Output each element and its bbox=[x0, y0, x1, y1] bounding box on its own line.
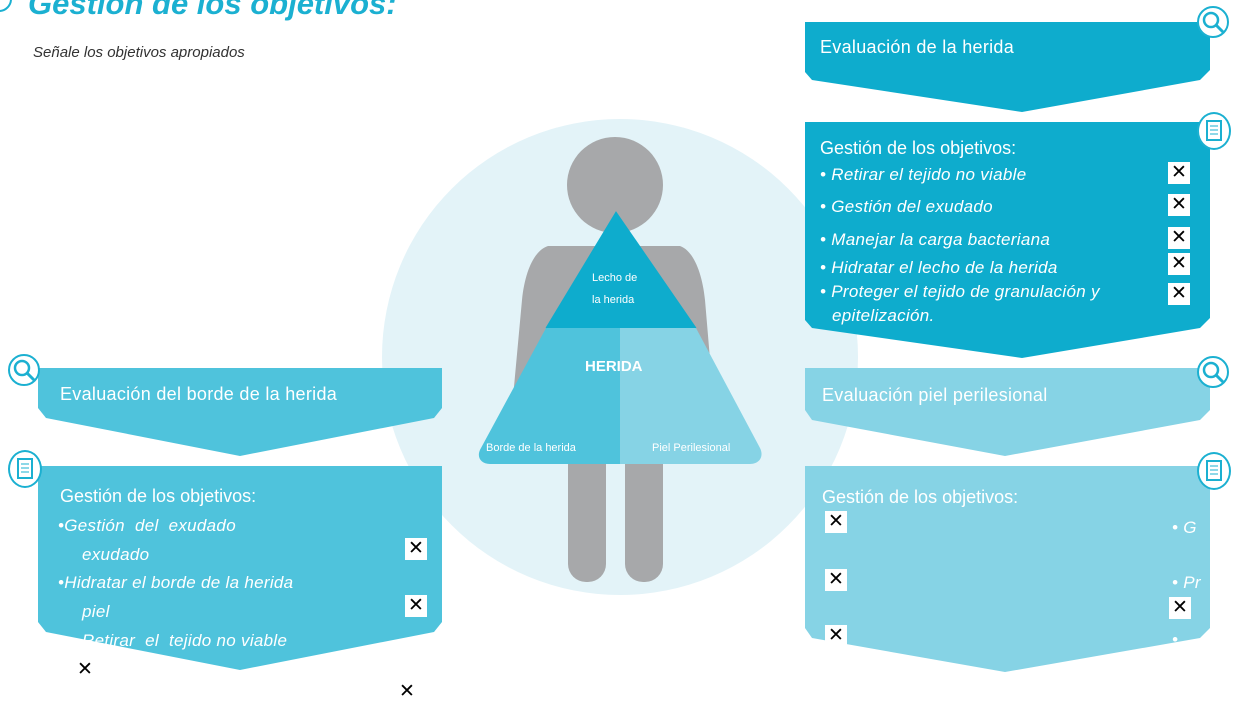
goal-item-truncated: • Pr bbox=[1172, 573, 1201, 592]
panel-edge-title: Evaluación del borde de la herida bbox=[60, 384, 338, 404]
search-icon[interactable] bbox=[1197, 6, 1229, 38]
search-icon[interactable] bbox=[8, 354, 40, 386]
triangle-periwound-skin bbox=[620, 328, 762, 464]
panel-bed-goals-title: Gestión de los objetivos: bbox=[820, 138, 1017, 158]
panel-skin-goals-title: Gestión de los objetivos: bbox=[822, 487, 1019, 507]
page-title: Gestión de los objetivos: bbox=[28, 0, 397, 21]
person-head bbox=[567, 137, 663, 233]
goal-item-truncated: • G bbox=[1172, 518, 1197, 537]
goal-checkbox[interactable]: ✕ bbox=[405, 538, 427, 560]
page-subtitle: Señale los objetivos apropiados bbox=[33, 44, 245, 61]
person-left-leg bbox=[568, 440, 606, 582]
panel-bed-title: Evaluación de la herida bbox=[820, 37, 1015, 57]
triangle-wound-bed bbox=[546, 212, 696, 328]
goal-checkbox[interactable]: ✕ bbox=[1168, 194, 1190, 216]
panel-edge-goals-title: Gestión de los objetivos: bbox=[60, 486, 257, 506]
goal-checkbox-misplaced[interactable]: ✕ bbox=[399, 681, 415, 702]
panel-edge-goals-shape bbox=[38, 466, 442, 670]
goal-item-truncated: • bbox=[1172, 630, 1179, 649]
goal-checkbox[interactable]: ✕ bbox=[1168, 253, 1190, 275]
panel-skin-goals-shape bbox=[805, 466, 1210, 672]
goal-item-continued: piel bbox=[82, 602, 110, 621]
goal-item-continued: exudado bbox=[82, 545, 150, 564]
goal-checkbox[interactable]: ✕ bbox=[1169, 597, 1191, 619]
goal-checkbox-misplaced[interactable]: ✕ bbox=[77, 659, 93, 680]
goal-item-continued: epitelización. bbox=[832, 306, 935, 325]
search-icon[interactable] bbox=[1197, 356, 1229, 388]
goal-checkbox[interactable]: ✕ bbox=[825, 511, 847, 533]
panel-skin-header-shape bbox=[805, 368, 1210, 456]
document-icon[interactable] bbox=[1197, 452, 1231, 490]
document-icon[interactable] bbox=[1197, 112, 1231, 150]
panel-skin-title: Evaluación piel perilesional bbox=[822, 385, 1048, 405]
goal-item: • Manejar la carga bacteriana bbox=[820, 230, 1051, 249]
goal-item: • Proteger el tejido de granulación y bbox=[820, 282, 1100, 301]
triangle-label-bed-1: Lecho de bbox=[592, 272, 638, 284]
panel-bed-goals-shape bbox=[805, 122, 1210, 358]
document-icon[interactable] bbox=[8, 450, 42, 488]
panel-edge-header-shape bbox=[38, 368, 442, 456]
goal-checkbox[interactable]: ✕ bbox=[825, 569, 847, 591]
goal-checkbox[interactable]: ✕ bbox=[1168, 227, 1190, 249]
goal-item: •Hidratar el borde de la herida bbox=[58, 573, 294, 592]
goal-item: • Hidratar el lecho de la herida bbox=[820, 258, 1058, 277]
triangle-label-edge: Borde de la herida bbox=[486, 442, 576, 454]
goal-item: •Gestión del exudado bbox=[58, 516, 236, 535]
goal-checkbox[interactable]: ✕ bbox=[825, 625, 847, 647]
triangle-label-bed-2: la herida bbox=[592, 294, 635, 306]
triangle-label-skin: Piel Perilesional bbox=[652, 442, 731, 454]
panel-bed-header-shape bbox=[805, 22, 1210, 112]
goal-item: Retirar el tejido no viable bbox=[82, 631, 288, 650]
goal-item: • Gestión del exudado bbox=[820, 197, 993, 216]
goal-item: • Retirar el tejido no viable bbox=[820, 165, 1027, 184]
goal-checkbox[interactable]: ✕ bbox=[405, 595, 427, 617]
triangle-wound-edge bbox=[478, 328, 620, 464]
goal-checkbox[interactable]: ✕ bbox=[1168, 162, 1190, 184]
goal-checkbox[interactable]: ✕ bbox=[1168, 283, 1190, 305]
triangle-label-center: HERIDA bbox=[585, 358, 643, 375]
person-right-leg bbox=[625, 440, 663, 582]
